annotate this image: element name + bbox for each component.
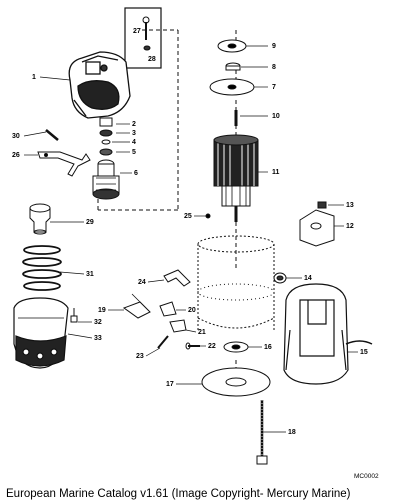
callout-32: 32 [94,319,102,326]
callout-22: 22 [208,343,216,350]
callout-29: 29 [86,219,94,226]
drive-gear-6 [92,159,120,200]
callout-13: 13 [346,202,354,209]
callout-1: 1 [32,74,36,81]
callout-14: 14 [304,275,312,282]
brush-19 [122,293,151,319]
callout-3: 3 [132,130,136,137]
cap-8 [225,62,241,71]
callout-10: 10 [272,113,280,120]
callout-labels: 1 2 3 4 5 6 7 8 9 10 11 12 13 14 15 16 1… [12,28,368,436]
spring-31 [22,245,62,291]
callout-21: 21 [198,329,206,336]
callout-24: 24 [138,279,146,286]
bolt-23 [157,335,169,349]
callout-25: 25 [184,213,192,220]
callout-17: 17 [166,381,174,388]
small-parts-stack [99,117,113,156]
screw-22 [185,342,200,350]
plug-14 [273,272,287,284]
callout-2: 2 [132,121,136,128]
callout-4: 4 [132,139,136,146]
screw-27-28 [142,16,151,51]
callout-23: 23 [136,353,144,360]
cover-15 [283,283,373,385]
callout-28: 28 [148,56,156,63]
clip-24 [163,269,191,287]
pin-30 [45,129,59,141]
callout-8: 8 [272,64,276,71]
callout-33: 33 [94,335,102,342]
sleeve-29 [29,203,51,235]
collar-5 [99,148,113,156]
brush-21 [169,319,187,333]
field-frame [197,235,275,330]
inset-box [124,7,162,69]
drive-end-housing [68,51,131,119]
callout-20: 20 [188,307,196,314]
leader-lines [23,45,358,433]
callout-27: 27 [133,28,141,35]
callout-31: 31 [86,271,94,278]
through-bolt-18 [256,400,268,465]
callout-6: 6 [134,170,138,177]
drawing-code: MC0002 [354,473,379,480]
callout-5: 5 [132,149,136,156]
end-plate-17 [201,367,271,397]
callout-26: 26 [12,152,20,159]
callout-7: 7 [272,84,276,91]
footer-caption: European Marine Catalog v1.61 (Image Cop… [6,488,351,500]
screw-13 [317,201,327,209]
screw-32 [70,308,78,323]
callout-16: 16 [264,344,272,351]
ring-4 [101,139,111,145]
shift-lever-26 [37,151,91,177]
armature-11 [213,134,259,222]
callout-9: 9 [272,43,276,50]
callout-30: 30 [12,133,20,140]
callout-15: 15 [360,349,368,356]
solenoid-33 [13,297,69,369]
brush-20 [159,301,177,317]
callout-12: 12 [346,223,354,230]
callout-19: 19 [98,307,106,314]
pin-25 [205,213,211,219]
washer-3 [99,129,113,137]
callout-18: 18 [288,429,296,436]
bracket-12 [299,209,335,247]
bushing-2 [99,117,113,127]
callout-11: 11 [272,169,280,176]
